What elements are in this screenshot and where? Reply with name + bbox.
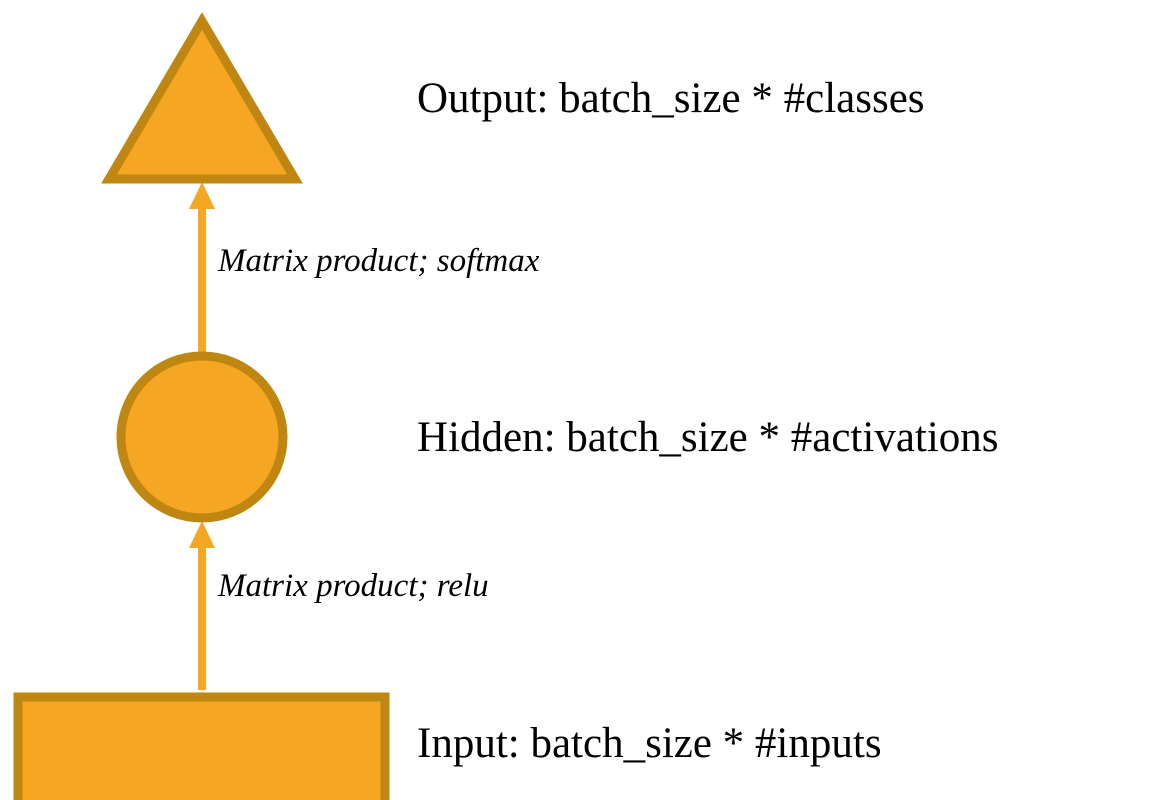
output-node-label: Output: batch_size * #classes bbox=[417, 75, 925, 122]
edge-hidden-to-output-arrow bbox=[189, 182, 215, 356]
input-node-label: Input: batch_size * #inputs bbox=[417, 720, 882, 767]
rectangle-shape[interactable] bbox=[13, 692, 390, 800]
edge-label-hidden-to-output: Matrix product; softmax bbox=[218, 243, 540, 279]
edge-label-input-to-hidden: Matrix product; relu bbox=[218, 568, 489, 604]
edge-input-to-hidden-arrow bbox=[189, 521, 215, 690]
hidden-node-label: Hidden: batch_size * #activations bbox=[417, 414, 999, 461]
arrow-head bbox=[189, 521, 215, 548]
triangle-shape[interactable] bbox=[101, 12, 303, 184]
arrow-head bbox=[189, 182, 215, 209]
circle-shape[interactable] bbox=[116, 351, 288, 523]
